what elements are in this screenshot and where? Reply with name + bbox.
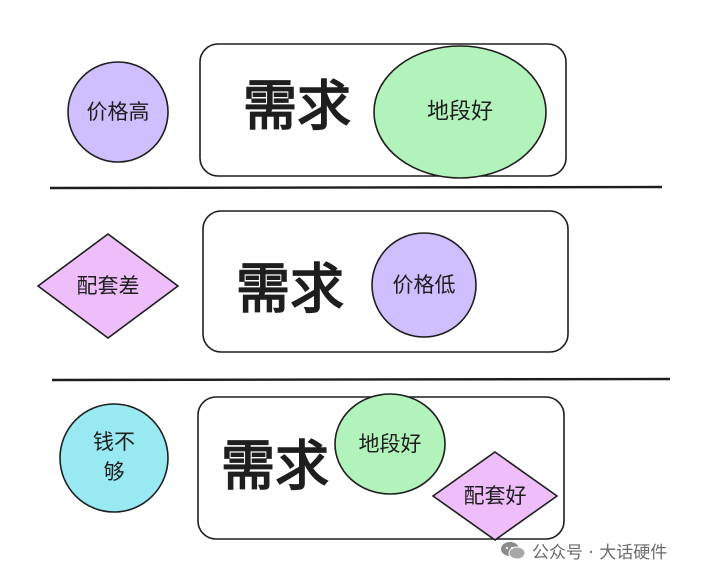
watermark-text: 公众号 · 大话硬件 <box>532 543 668 563</box>
divider-2 <box>51 377 671 382</box>
divider-1 <box>49 185 663 190</box>
row3-inner-diamond-label: 配套好 <box>464 484 527 508</box>
row2-side-diamond <box>36 233 180 339</box>
row2-side-label: 配套差 <box>77 274 140 298</box>
watermark: 公众号 · 大话硬件 <box>500 538 667 563</box>
row3-side-label-line2: 够 <box>104 460 125 484</box>
row-2: 配套差 需求 价格低 <box>36 210 569 353</box>
row3-inner-ellipse-label: 地段好 <box>359 432 422 456</box>
row-1: 价格高 需求 地段好 <box>67 43 567 179</box>
row3-side-circle <box>59 403 169 513</box>
row1-side-label: 价格高 <box>87 100 150 124</box>
row2-inner-circle <box>371 232 477 338</box>
row-3: 钱不 够 需求 地段好 配套好 <box>59 393 565 541</box>
row3-inner-ellipse <box>334 393 446 495</box>
row3-demand-label: 需求 <box>221 435 329 498</box>
wechat-icon <box>501 541 526 559</box>
row2-inner-label: 价格低 <box>393 273 456 297</box>
row3-side-label-line1: 钱不 <box>93 430 135 454</box>
row3-inner-diamond <box>431 451 559 541</box>
row1-inner-ellipse <box>373 45 547 179</box>
row1-demand-label: 需求 <box>243 75 351 138</box>
row1-inner-label: 地段好 <box>427 100 493 125</box>
row1-side-circle <box>67 61 169 163</box>
row2-demand-label: 需求 <box>236 258 344 321</box>
